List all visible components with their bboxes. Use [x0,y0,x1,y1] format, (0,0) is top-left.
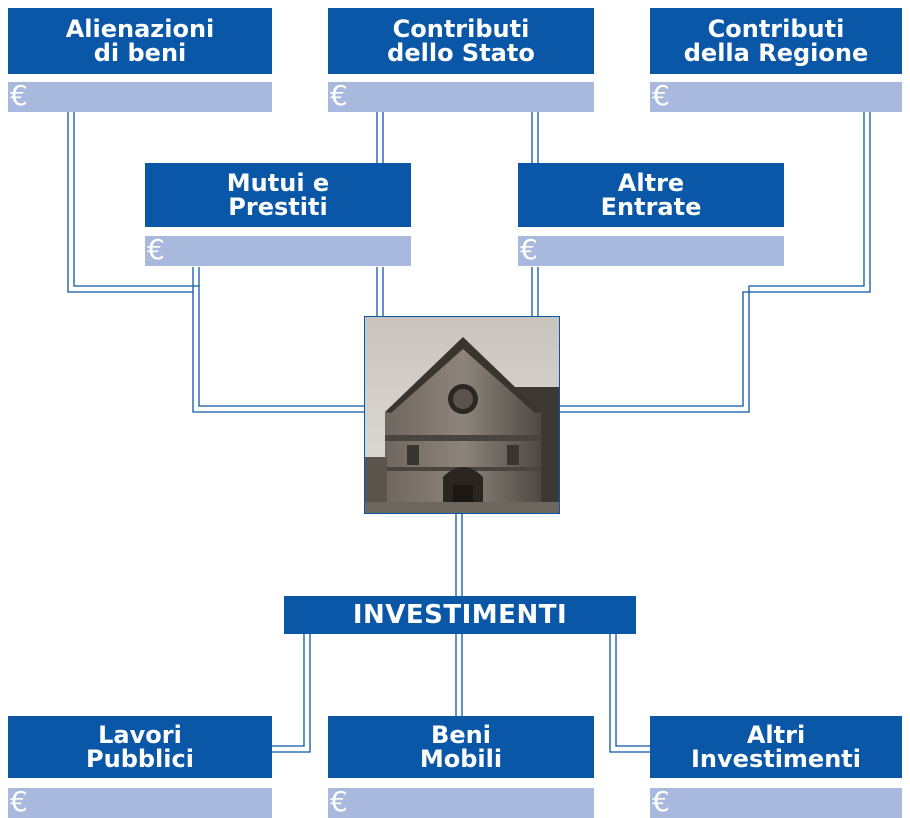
altre-box: Altre Entrate [518,163,784,227]
mutui-title: Mutui e Prestiti [226,169,330,221]
lavori-euro: € [10,785,28,818]
beni-value-bar: € [328,785,594,818]
mutui-euro: € [147,233,165,266]
lavori-box: Lavori Pubblici [8,716,272,778]
church-facade-photo [364,316,560,514]
stato-euro: € [330,79,348,112]
altre-title: Altre Entrate [600,169,702,221]
beni-box: Beni Mobili [328,716,594,778]
alienazioni-title: Alienazioni di beni [65,15,215,67]
stato-value-bar: € [328,79,594,112]
altri-box: Altri Investimenti [650,716,902,778]
alienazioni-value-bar: € [8,79,272,112]
mutui-box: Mutui e Prestiti [145,163,411,227]
altri-euro: € [652,785,670,818]
stato-box: Contributi dello Stato [328,8,594,74]
altre-value-bar: € [518,233,784,266]
alienazioni-euro: € [10,79,28,112]
investimenti-box: INVESTIMENTI [284,596,636,634]
alienazioni-box: Alienazioni di beni [8,8,272,74]
altri-title: Altri Investimenti [691,721,861,773]
regione-title: Contributi della Regione [683,15,869,67]
regione-value-bar: € [650,79,902,112]
church-facade-image [365,317,559,513]
investimenti-title: INVESTIMENTI [352,600,568,630]
beni-euro: € [330,785,348,818]
regione-box: Contributi della Regione [650,8,902,74]
altri-value-bar: € [650,785,902,818]
altre-euro: € [520,233,538,266]
beni-title: Beni Mobili [419,721,503,773]
regione-euro: € [652,79,670,112]
lavori-title: Lavori Pubblici [86,721,194,773]
lavori-value-bar: € [8,785,272,818]
mutui-value-bar: € [145,233,411,266]
stato-title: Contributi dello Stato [387,15,535,67]
